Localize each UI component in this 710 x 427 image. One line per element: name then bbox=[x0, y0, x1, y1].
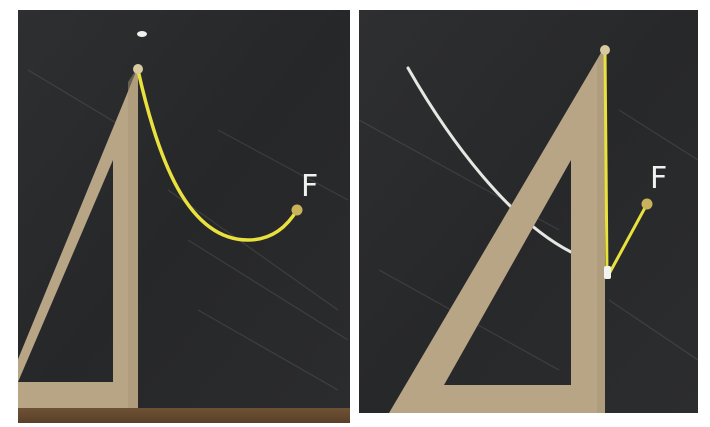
chalk-point bbox=[604, 266, 611, 279]
set-square bbox=[389, 46, 605, 413]
label-F: F bbox=[650, 161, 667, 196]
chalkboard bbox=[18, 10, 350, 423]
left-scene: F bbox=[18, 10, 350, 423]
focus-point-F bbox=[641, 198, 653, 210]
chalk-smudges bbox=[27, 69, 349, 391]
yellow-curve bbox=[136, 68, 299, 242]
panel-right-chalkboard: F bbox=[359, 10, 698, 413]
label-F: F bbox=[301, 169, 318, 204]
set-square bbox=[18, 67, 138, 408]
pin-top bbox=[133, 64, 143, 74]
yellow-string-to-focus bbox=[607, 202, 649, 276]
yellow-string-vertical bbox=[603, 49, 609, 275]
chalk-ledge bbox=[18, 408, 350, 423]
focus-point-F bbox=[291, 204, 303, 216]
previous-curve bbox=[406, 66, 573, 254]
panel-left-chalkboard: F bbox=[18, 10, 350, 423]
chalk-dot bbox=[137, 31, 147, 37]
pin-top bbox=[600, 45, 610, 55]
right-scene: F bbox=[359, 10, 698, 413]
